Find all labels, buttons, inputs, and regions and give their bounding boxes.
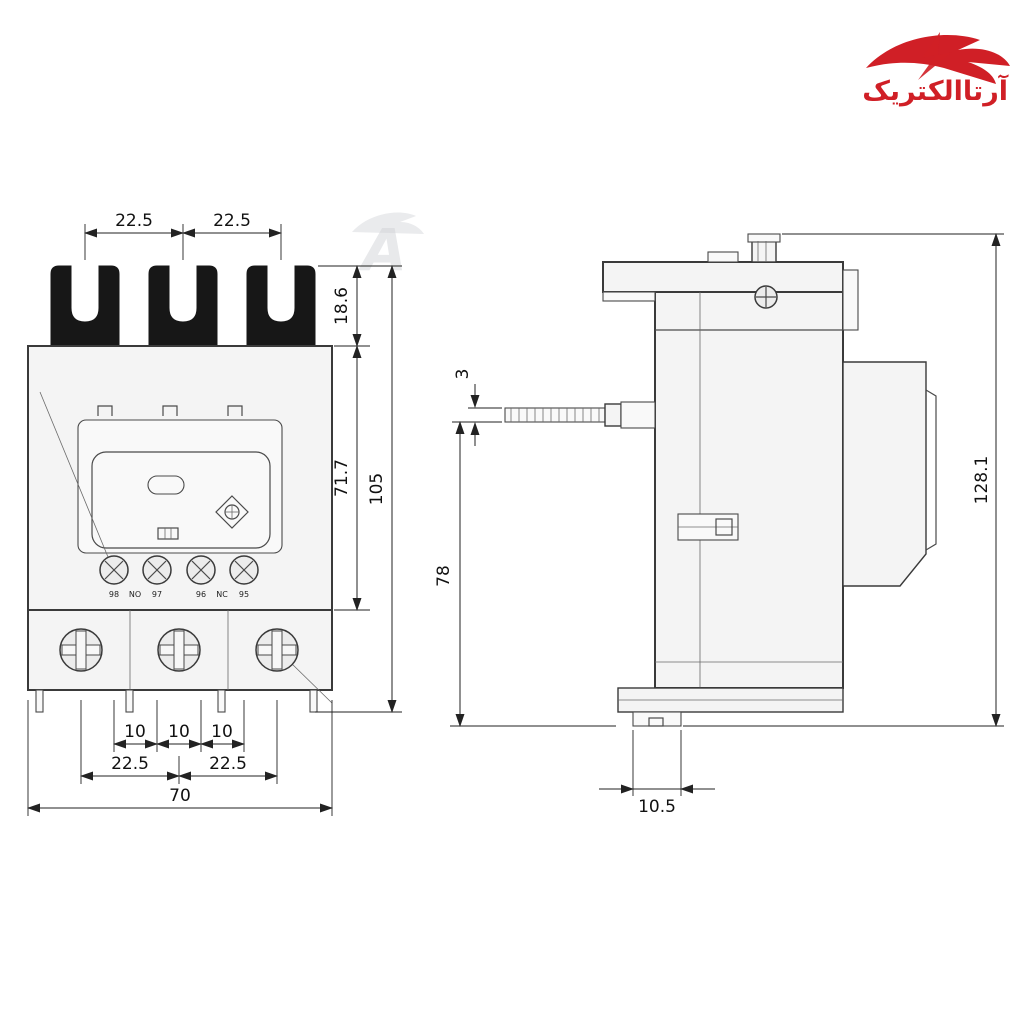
- side-view-dimensions: 3 78 128.1 10.5: [434, 233, 1004, 817]
- main-screw-3: [255, 628, 299, 672]
- side-screw: [754, 285, 778, 309]
- side-rear-block-rib: [925, 389, 937, 551]
- logo-brand-text: آرتاالکتریک: [862, 74, 1009, 107]
- aux-screw-95: [229, 555, 259, 585]
- side-rear-block: [842, 361, 927, 587]
- reset-button: [147, 475, 185, 495]
- fork-terminal-1: [50, 265, 120, 347]
- leader-line-right: [289, 661, 333, 704]
- dim-main-pitch-left: 22.5: [111, 754, 149, 774]
- terminal-label-98: 98: [109, 590, 119, 599]
- terminal-label-nc: NC: [216, 590, 228, 599]
- dim-body-height: 71.7: [332, 459, 352, 497]
- contact-mark-1: [97, 405, 113, 416]
- face-panel-inner: [91, 451, 271, 549]
- dim-aux-pitch-3: 10: [211, 722, 233, 742]
- front-view-dimensions: 22.5 22.5 18.6 71.7 105 10 10 10 22.5 22…: [27, 211, 402, 816]
- main-screw-2: [157, 628, 201, 672]
- dim-total-height-side: 128.1: [972, 456, 992, 505]
- side-top-screw-cap: [747, 233, 781, 243]
- side-top-plate: [602, 261, 844, 293]
- terminal-label-96: 96: [196, 590, 206, 599]
- dim-top-pitch-right: 22.5: [213, 211, 251, 231]
- dim-aux-pitch-1: 10: [124, 722, 146, 742]
- terminal-label-95: 95: [239, 590, 249, 599]
- aux-screw-96: [186, 555, 216, 585]
- side-threaded-rod: [504, 401, 656, 429]
- terminal-label-no: NO: [129, 590, 141, 599]
- dim-body-lower-height: 78: [434, 565, 454, 587]
- watermark-swoosh-icon: [352, 212, 424, 234]
- brand-logo: آرتاالکتریک: [862, 32, 1010, 107]
- side-view: [504, 233, 937, 727]
- leader-line-left: [39, 391, 109, 558]
- logo-bolt-icon: [918, 32, 952, 80]
- dim-fork-height: 18.6: [332, 287, 352, 325]
- dim-total-width: 70: [169, 786, 191, 806]
- side-mount-clip: [677, 513, 739, 541]
- dim-total-height: 105: [367, 473, 387, 505]
- contact-mark-2: [162, 405, 178, 416]
- bottom-pin-1: [35, 689, 44, 713]
- selector-window: [157, 527, 179, 540]
- side-body-column: [654, 291, 844, 689]
- side-right-step: [842, 269, 859, 331]
- side-foot-notch: [648, 717, 664, 727]
- aux-screw-97: [142, 555, 172, 585]
- fork-terminal-2: [148, 265, 218, 347]
- dim-rod-thickness: 3: [453, 369, 473, 380]
- contact-mark-3: [227, 405, 243, 416]
- main-screw-1: [59, 628, 103, 672]
- watermark: A: [352, 212, 424, 284]
- dim-foot-width: 10.5: [638, 797, 676, 817]
- side-top-lip: [602, 291, 656, 302]
- front-view: 98 NO 97 96 NC 95: [27, 265, 333, 713]
- dim-top-pitch-left: 22.5: [115, 211, 153, 231]
- side-foot: [632, 711, 682, 727]
- terminal-label-97: 97: [152, 590, 162, 599]
- watermark-letter: A: [358, 216, 407, 284]
- adjust-dial-diamond: [215, 495, 249, 529]
- bottom-pin-2: [125, 689, 134, 713]
- fork-terminal-3: [246, 265, 316, 347]
- bottom-pin-4: [309, 689, 318, 713]
- bottom-pin-3: [217, 689, 226, 713]
- side-top-bump: [707, 251, 739, 263]
- side-top-screw: [751, 240, 777, 263]
- aux-screw-98: [99, 555, 129, 585]
- dim-aux-pitch-2: 10: [168, 722, 190, 742]
- dim-main-pitch-right: 22.5: [209, 754, 247, 774]
